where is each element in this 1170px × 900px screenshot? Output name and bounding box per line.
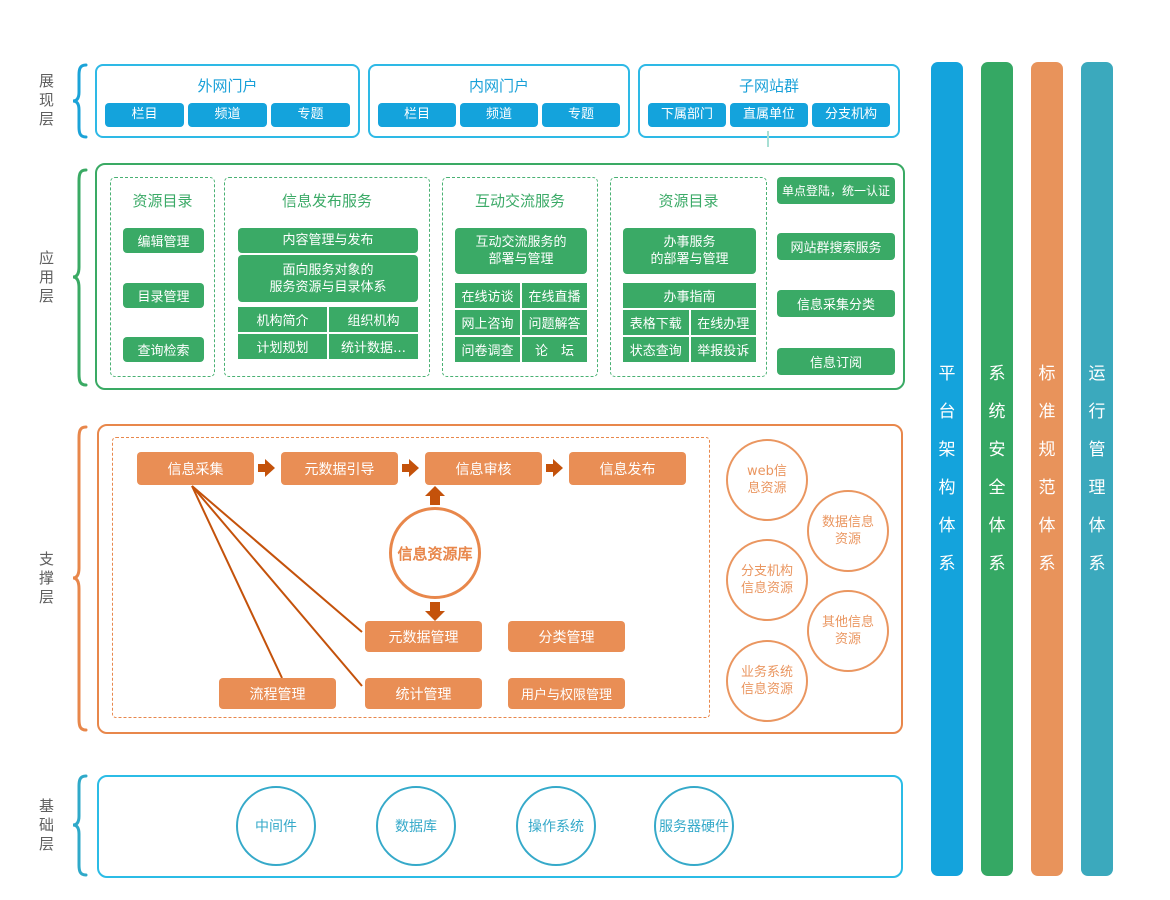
portal-intranet: 内网门户 栏目 频道 专题 — [368, 64, 630, 138]
portal-extranet: 外网门户 栏目 频道 专题 — [95, 64, 360, 138]
service-guide-node: 办事指南 — [623, 283, 756, 308]
user-permission-mgmt-node: 用户与权限管理 — [508, 678, 625, 709]
live-broadcast-node: 在线直播 — [522, 283, 587, 308]
support-layer-brace — [72, 425, 88, 732]
app-col-interaction: 互动交流服务 互动交流服务的 部署与管理 在线访谈 在线直播 网上咨询 问题解答… — [442, 177, 598, 377]
qa-node: 问题解答 — [522, 310, 587, 335]
catalog-management-node: 目录管理 — [123, 283, 204, 308]
survey-node: 问卷调查 — [455, 337, 520, 362]
sso-auth-node: 单点登陆，统一认证 — [777, 177, 895, 204]
metadata-guide-node: 元数据引导 — [281, 452, 398, 485]
foundation-layer-label: 基础层 — [38, 797, 54, 853]
portal-intranet-item-columns: 栏目 — [378, 103, 456, 127]
online-handle-node: 在线办理 — [690, 310, 756, 335]
other-info-resource-circle: 其他信息 资源 — [807, 590, 889, 672]
org-structure-node: 组织机构 — [329, 307, 418, 332]
process-mgmt-node: 流程管理 — [219, 678, 336, 709]
interaction-deploy-mgmt-node: 互动交流服务的 部署与管理 — [455, 228, 587, 274]
os-circle: 操作系统 — [516, 786, 596, 866]
support-inner-dashed-box — [112, 437, 710, 718]
online-interview-node: 在线访谈 — [455, 283, 520, 308]
database-circle: 数据库 — [376, 786, 456, 866]
server-hardware-circle: 服务器硬件 — [654, 786, 734, 866]
portal-extranet-item-columns: 栏目 — [105, 103, 184, 127]
query-search-node: 查询检索 — [123, 337, 204, 362]
portal-intranet-item-topics: 专题 — [542, 103, 620, 127]
info-subscribe-node: 信息订阅 — [777, 348, 895, 375]
info-publish-node: 信息发布 — [569, 452, 686, 485]
app-col3-title: 互动交流服务 — [474, 192, 565, 210]
portal-intranet-item-channels: 频道 — [460, 103, 538, 127]
portal-extranet-item-channels: 频道 — [188, 103, 267, 127]
site-search-node: 网站群搜索服务 — [777, 233, 895, 260]
presentation-layer-label: 展现层 — [38, 72, 54, 128]
middleware-circle: 中间件 — [236, 786, 316, 866]
stats-mgmt-node: 统计管理 — [365, 678, 482, 709]
info-resource-repo-hub: 信息资源库 — [389, 507, 481, 599]
forum-node: 论 坛 — [522, 337, 587, 362]
portal-subsites-item-subordinate-depts: 下属部门 — [648, 103, 726, 127]
pillar-platform-architecture-label: 平台架构体系 — [938, 364, 956, 574]
status-query-node: 状态查询 — [623, 337, 689, 362]
presentation-layer-brace — [72, 63, 88, 139]
pillar-standard-spec-label: 标准规范体系 — [1038, 364, 1056, 574]
application-layer-label: 应用层 — [38, 249, 54, 305]
portal-subsites-item-direct-units: 直属单位 — [730, 103, 808, 127]
app-col-resource-catalog-2: 资源目录 办事服务 的部署与管理 办事指南 表格下载 在线办理 状态查询 举报投… — [610, 177, 767, 377]
plan-node: 计划规划 — [238, 334, 327, 359]
service-deploy-mgmt-node: 办事服务 的部署与管理 — [623, 228, 756, 274]
statistics-node: 统计数据… — [329, 334, 418, 359]
edit-management-node: 编辑管理 — [123, 228, 204, 253]
foundation-layer-box — [97, 775, 903, 878]
org-profile-node: 机构简介 — [238, 307, 327, 332]
portal-extranet-item-topics: 专题 — [271, 103, 350, 127]
app-col4-title: 资源目录 — [658, 192, 719, 210]
content-mgmt-publish-node: 内容管理与发布 — [238, 228, 418, 253]
metadata-mgmt-node: 元数据管理 — [365, 621, 482, 652]
portal-extranet-title: 外网门户 — [197, 77, 258, 95]
app-col-resource-catalog: 资源目录 编辑管理 目录管理 查询检索 — [110, 177, 215, 377]
info-review-node: 信息审核 — [425, 452, 542, 485]
info-collect-classify-node: 信息采集分类 — [777, 290, 895, 317]
app-col1-title: 资源目录 — [132, 192, 193, 210]
subsites-connector-line — [767, 131, 769, 147]
online-consult-node: 网上咨询 — [455, 310, 520, 335]
web-info-resource-circle: web信 息资源 — [726, 439, 808, 521]
app-col-info-publish: 信息发布服务 内容管理与发布 面向服务对象的 服务资源与目录体系 机构简介 组织… — [224, 177, 430, 377]
data-info-resource-circle: 数据信息 资源 — [807, 490, 889, 572]
pillar-system-security-label: 系统安全体系 — [988, 364, 1006, 574]
portal-subsites-item-branches: 分支机构 — [812, 103, 890, 127]
form-download-node: 表格下载 — [623, 310, 689, 335]
pillar-operation-mgmt: 运行管理体系 — [1081, 62, 1113, 876]
support-layer-label: 支撑层 — [38, 550, 54, 606]
foundation-layer-brace — [72, 774, 88, 877]
pillar-system-security: 系统安全体系 — [981, 62, 1013, 876]
branch-info-resource-circle: 分支机构 信息资源 — [726, 539, 808, 621]
portal-subsites-title: 子网站群 — [738, 77, 799, 95]
portal-intranet-title: 内网门户 — [468, 77, 529, 95]
service-resource-catalog-node: 面向服务对象的 服务资源与目录体系 — [238, 255, 418, 302]
classify-mgmt-node: 分类管理 — [508, 621, 625, 652]
app-col2-title: 信息发布服务 — [281, 192, 372, 210]
pillar-platform-architecture: 平台架构体系 — [931, 62, 963, 876]
business-info-resource-circle: 业务系统 信息资源 — [726, 640, 808, 722]
report-complain-node: 举报投诉 — [690, 337, 756, 362]
portal-subsites: 子网站群 下属部门 直属单位 分支机构 — [638, 64, 900, 138]
info-collect-node: 信息采集 — [137, 452, 254, 485]
pillar-operation-mgmt-label: 运行管理体系 — [1088, 364, 1106, 574]
application-layer-brace — [72, 168, 88, 387]
pillar-standard-spec: 标准规范体系 — [1031, 62, 1063, 876]
